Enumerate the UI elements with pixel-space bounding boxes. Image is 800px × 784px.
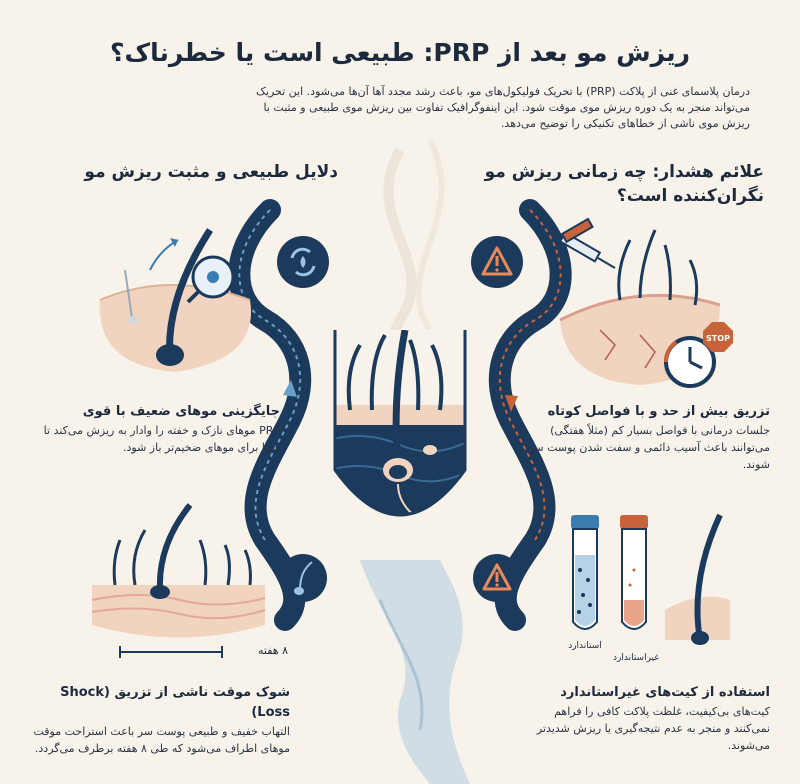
weak-hair-replacement-illustration xyxy=(99,228,252,372)
page-title: ریزش مو بعد از PRP: طبیعی است یا خطرناک؟ xyxy=(110,38,690,67)
stop-label: STOP xyxy=(706,334,730,343)
timeline-label: ۸ هفته xyxy=(257,644,288,657)
kit-tubes-illustration: استاندارد غیراستاندارد xyxy=(568,513,730,663)
standard-tube xyxy=(571,515,599,630)
shock-loss-illustration xyxy=(91,503,266,658)
natural-card-2-body: التهاب خفیف و طبیعی پوست سر باعث استراحت… xyxy=(33,725,290,755)
intro-paragraph: درمان پلاسمای غنی از پلاکت (PRP) با تحری… xyxy=(256,85,750,130)
follicle-icon xyxy=(279,554,327,602)
warning-card-1-title: تزریق بیش از حد و با فواصل کوتاه xyxy=(547,404,770,419)
nonstandard-tube-label: غیراستاندارد xyxy=(613,653,659,663)
natural-card-1-title: جایگزینی موهای ضعیف با قوی xyxy=(82,404,280,419)
clock-icon xyxy=(663,336,716,388)
warning-card-1: تزریق بیش از حد و با فواصل کوتاه جلسات د… xyxy=(525,402,770,473)
stop-sign-icon: STOP xyxy=(703,322,733,352)
nonstandard-tube xyxy=(620,515,648,630)
syringe-icon xyxy=(558,217,616,269)
natural-card-2-title: شوک موقت ناشی از تزریق (Shock Loss) xyxy=(60,685,290,720)
central-scalp-section xyxy=(333,330,467,517)
standard-tube-label: استاندارد xyxy=(568,641,602,651)
natural-section-heading: دلایل طبیعی و مثبت ریزش مو xyxy=(84,162,338,182)
warning-card-2-title: استفاده از کیت‌های غیراستاندارد xyxy=(560,685,770,700)
natural-card-2: شوک موقت ناشی از تزریق (Shock Loss) الته… xyxy=(30,683,290,757)
natural-card-1-body: PRP موهای نازک و خفته را وادار به ریزش م… xyxy=(43,424,280,454)
warning-card-2-body: کیت‌های بی‌کیفیت، غلظت پلاکت کافی را فرا… xyxy=(536,705,770,752)
natural-card-1: جایگزینی موهای ضعیف با قوی PRP موهای ناز… xyxy=(30,402,280,456)
warning-card-1-body: جلسات درمانی با فواصل بسیار کم (مثلاً هف… xyxy=(528,424,770,471)
warning-section-heading: علائم هشدار: چه زمانی ریزش مو نگران‌کنند… xyxy=(484,162,764,206)
warning-card-2: استفاده از کیت‌های غیراستاندارد کیت‌های … xyxy=(525,683,770,754)
overinjection-illustration: STOP xyxy=(558,217,733,388)
